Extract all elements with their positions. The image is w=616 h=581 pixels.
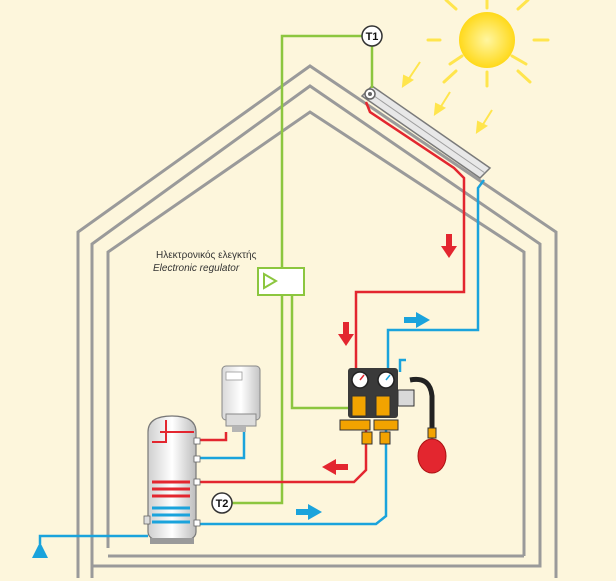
pump-group — [339, 368, 415, 445]
regulator-label-greek: Ηλεκτρονικός ελεγκτής — [156, 250, 257, 261]
sun-icon — [426, 0, 550, 88]
hot-pipes — [198, 101, 466, 484]
flow-arrow-right-1 — [404, 312, 430, 328]
sensor-t1: T1 — [361, 25, 383, 47]
cold-pipes — [38, 179, 485, 544]
flow-arrow-left — [322, 459, 348, 475]
solar-collector — [360, 85, 492, 179]
sensor-t1-label: T1 — [366, 31, 379, 43]
wall-boiler — [221, 365, 261, 432]
flow-arrow-down-1 — [441, 234, 457, 258]
flow-arrow-right-2 — [296, 504, 322, 520]
sensor-t2: T2 — [211, 492, 233, 514]
expansion-vessel — [409, 376, 447, 474]
sensor-wiring — [226, 34, 374, 505]
sensor-t2-label: T2 — [216, 498, 229, 510]
storage-tank — [143, 415, 201, 544]
electronic-regulator — [257, 267, 305, 296]
flow-arrow-down-2 — [338, 322, 354, 346]
regulator-label-english: Electronic regulator — [153, 263, 240, 274]
water-inlet-icon — [32, 542, 48, 558]
sun-ray-arrows — [401, 61, 493, 135]
